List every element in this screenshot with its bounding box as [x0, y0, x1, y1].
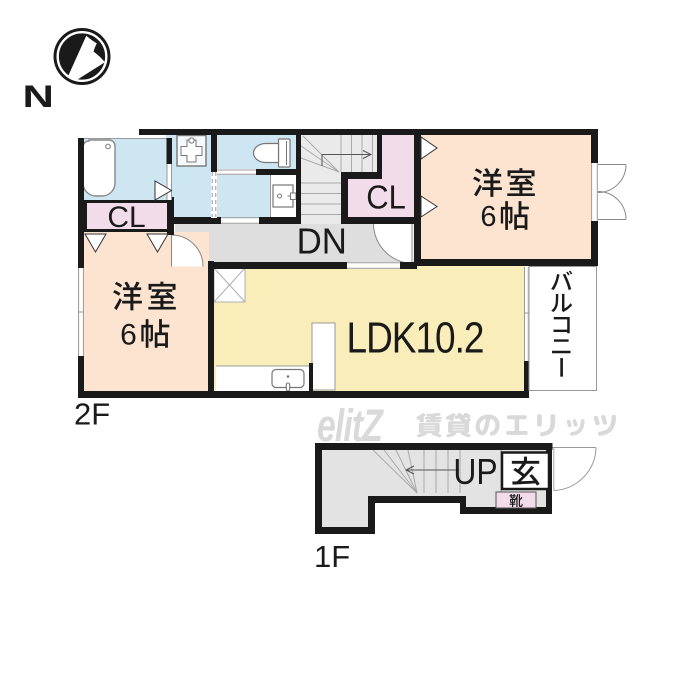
- svg-text:2F: 2F: [74, 397, 110, 432]
- svg-text:elitZ: elitZ: [317, 401, 384, 451]
- svg-text:DN: DN: [297, 221, 347, 262]
- svg-text:CL: CL: [107, 201, 145, 234]
- svg-text:CL: CL: [366, 178, 406, 215]
- svg-text:N: N: [23, 80, 54, 115]
- svg-text:1F: 1F: [314, 539, 350, 574]
- svg-text:6: 6: [480, 201, 496, 233]
- svg-text:6: 6: [120, 319, 137, 352]
- svg-text:UP: UP: [453, 452, 497, 492]
- svg-text:LDK10.2: LDK10.2: [347, 313, 484, 363]
